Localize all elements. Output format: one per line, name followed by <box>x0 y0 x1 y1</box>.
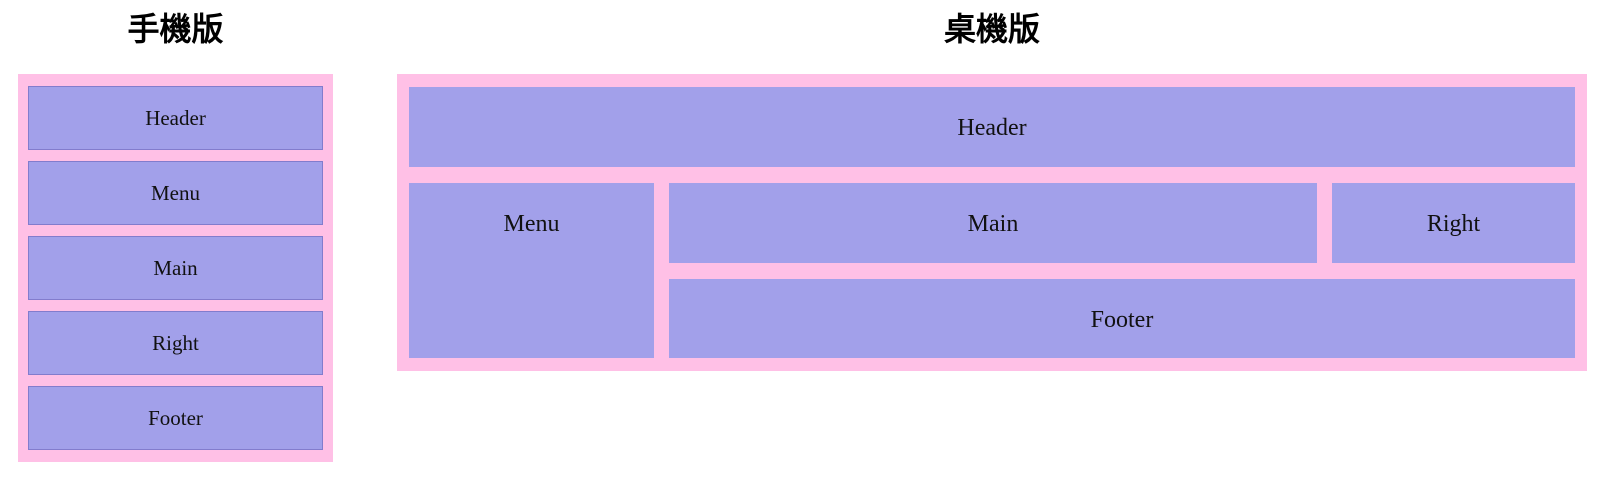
mobile-section: 手機版 Header Menu Main Right Footer <box>18 12 333 462</box>
mobile-main-box: Main <box>28 236 323 300</box>
desktop-menu-box: Menu <box>409 183 654 358</box>
desktop-section: 桌機版 Header Menu Main Right Footer <box>397 12 1587 371</box>
desktop-right-box: Right <box>1332 183 1575 263</box>
mobile-title: 手機版 <box>127 11 224 47</box>
mobile-menu-box: Menu <box>28 161 323 225</box>
desktop-title: 桌機版 <box>943 11 1040 47</box>
desktop-footer-box: Footer <box>669 279 1575 358</box>
desktop-header-box: Header <box>409 87 1575 167</box>
mobile-header-box: Header <box>28 86 323 150</box>
desktop-main-box: Main <box>669 183 1317 263</box>
mobile-layout-container: Header Menu Main Right Footer <box>18 74 333 462</box>
mobile-footer-box: Footer <box>28 386 323 450</box>
page: 手機版 Header Menu Main Right Footer 桌機版 He… <box>18 12 1587 462</box>
desktop-layout-container: Header Menu Main Right Footer <box>397 74 1587 371</box>
mobile-right-box: Right <box>28 311 323 375</box>
